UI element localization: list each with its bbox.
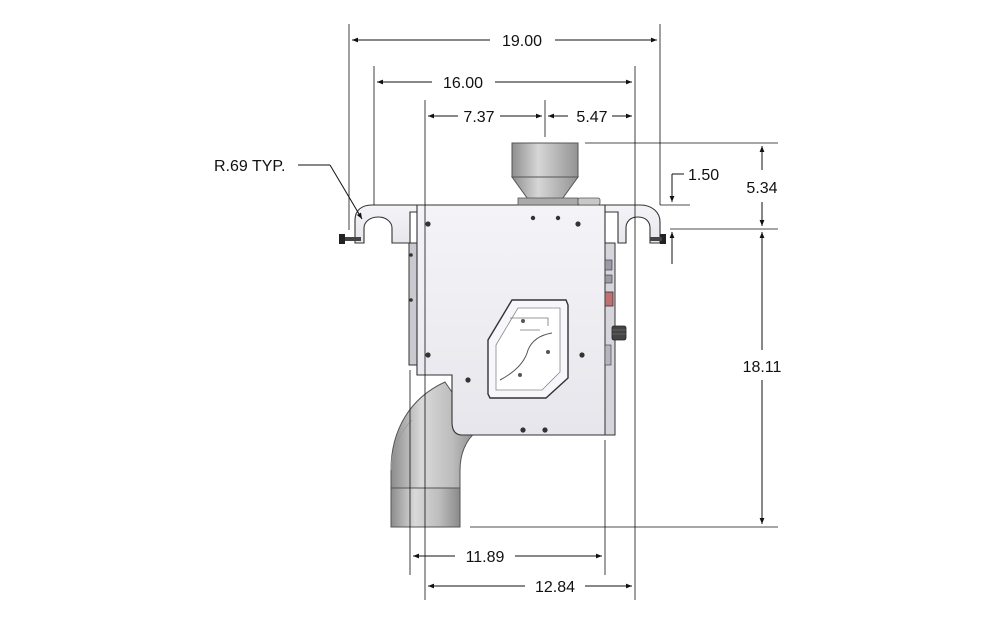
adjustment-knob [611, 325, 627, 341]
machine-assembly [339, 142, 666, 528]
dim-right-offset: 5.47 [576, 109, 607, 126]
dim-base-width: 12.84 [535, 579, 575, 596]
dim-lip-height: 1.50 [688, 167, 719, 184]
dim-lower-width: 11.89 [466, 549, 505, 566]
dim-body-height: 18.11 [743, 359, 782, 376]
right-hook-knob [650, 234, 666, 244]
fastener-bolts [409, 215, 585, 433]
radius-note: R.69 TYP. [214, 158, 285, 175]
left-side-panel [408, 242, 418, 366]
dim-left-offset: 7.37 [463, 109, 494, 126]
dimension-annotations: 19.00 16.00 7.37 5.47 1.50 5.34 18.11 [214, 24, 782, 600]
dim-overall-width: 19.00 [502, 33, 542, 50]
dim-body-width: 16.00 [443, 75, 483, 92]
dim-hopper-height: 5.34 [746, 180, 777, 197]
left-hook-knob [339, 234, 361, 244]
inlet-hopper [511, 142, 601, 206]
viewing-window [487, 299, 569, 399]
